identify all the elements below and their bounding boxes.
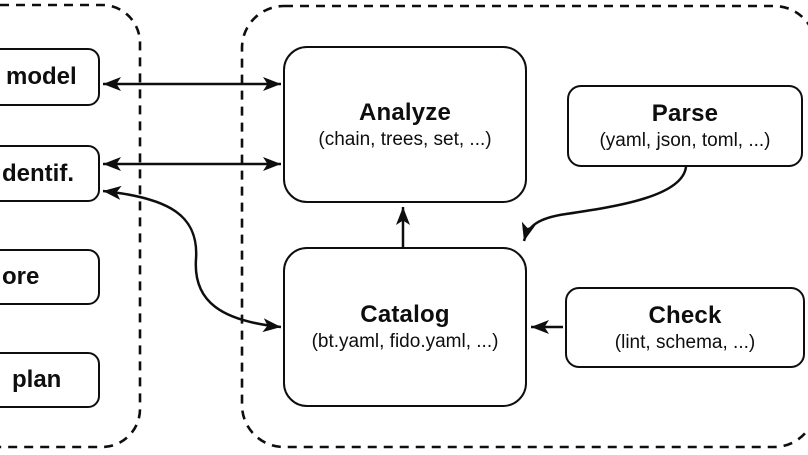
node-check-title: Check bbox=[648, 301, 722, 329]
node-identif: dentif. bbox=[0, 145, 100, 202]
node-parse-subtitle: (yaml, json, toml, ...) bbox=[599, 130, 771, 151]
node-store-label: ore bbox=[2, 263, 40, 290]
node-store: ore bbox=[0, 249, 100, 305]
node-plan: plan bbox=[0, 352, 100, 408]
node-plan-label: plan bbox=[12, 366, 62, 393]
node-analyze: Analyze (chain, trees, set, ...) bbox=[283, 46, 527, 203]
edge-identif-catalog bbox=[102, 185, 282, 333]
node-identif-label: dentif. bbox=[2, 159, 74, 187]
node-catalog-subtitle: (bt.yaml, fido.yaml, ...) bbox=[311, 331, 499, 352]
node-catalog-title: Catalog bbox=[360, 301, 450, 328]
node-model: model bbox=[0, 48, 100, 106]
node-check: Check (lint, schema, ...) bbox=[565, 287, 805, 368]
node-catalog: Catalog (bt.yaml, fido.yaml, ...) bbox=[283, 247, 527, 407]
node-parse-title: Parse bbox=[651, 100, 719, 127]
node-model-label: model bbox=[6, 63, 77, 90]
node-analyze-subtitle: (chain, trees, set, ...) bbox=[318, 128, 492, 150]
edge-parse-catalog bbox=[521, 166, 688, 242]
node-parse: Parse (yaml, json, toml, ...) bbox=[567, 85, 803, 167]
node-analyze-title: Analyze bbox=[358, 98, 452, 126]
node-check-subtitle: (lint, schema, ...) bbox=[614, 331, 756, 353]
